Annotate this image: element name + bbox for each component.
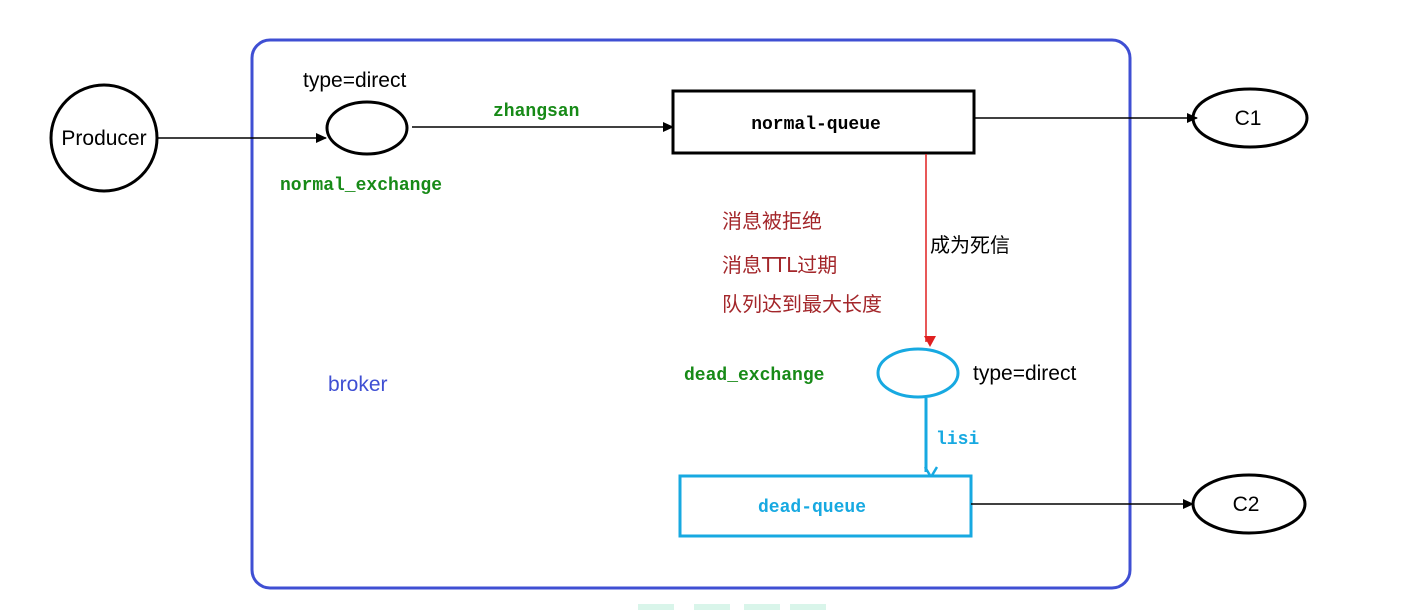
- dead-queue-label: dead-queue: [758, 498, 866, 518]
- broker-container: [250, 38, 1132, 590]
- routing-key-lisi: lisi: [936, 430, 979, 450]
- dead-exchange-type-label: type=direct: [973, 362, 1076, 385]
- dead-exchange-node: [876, 347, 960, 399]
- consumer-c2-label: C2: [1233, 493, 1260, 516]
- producer-label: Producer: [61, 127, 146, 150]
- consumer-c1-node: [1191, 87, 1309, 149]
- consumer-c1-label: C1: [1235, 107, 1262, 130]
- normal-queue-label: normal-queue: [751, 115, 881, 135]
- normal-exchange-type-label: type=direct: [303, 69, 406, 92]
- broker-label: broker: [328, 373, 388, 396]
- normal-exchange-node: [325, 100, 409, 156]
- dead-queue-box: [678, 474, 973, 538]
- normal-exchange-name: normal_exchange: [280, 176, 442, 196]
- consumer-c2-node: [1191, 473, 1307, 535]
- becomes-dead-letter-label: 成为死信: [930, 233, 1010, 257]
- reason-ttl-expired: 消息TTL过期: [722, 253, 837, 277]
- bottom-decoration: [638, 604, 826, 610]
- reason-rejected: 消息被拒绝: [722, 209, 822, 233]
- routing-key-zhangsan: zhangsan: [493, 102, 579, 122]
- dead-exchange-name: dead_exchange: [684, 366, 824, 386]
- normal-queue-box: [671, 89, 976, 155]
- reason-queue-full: 队列达到最大长度: [722, 292, 882, 316]
